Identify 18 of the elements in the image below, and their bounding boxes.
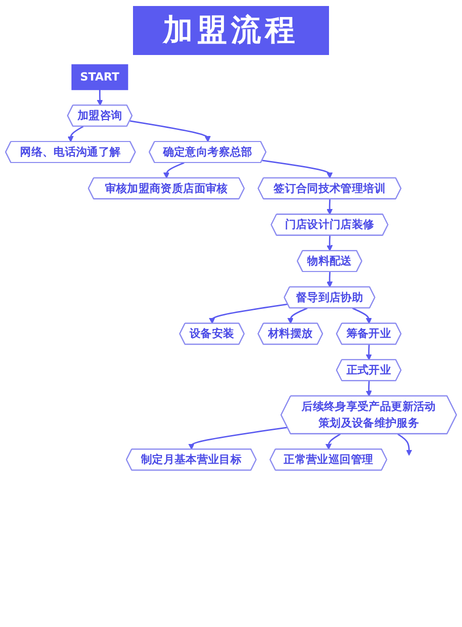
arrow — [262, 160, 333, 178]
arrow — [325, 433, 341, 450]
arrow — [188, 426, 288, 450]
arrow — [130, 120, 211, 142]
arrow — [397, 433, 412, 456]
arrow — [326, 235, 333, 252]
arrow — [67, 126, 84, 142]
node-box: START — [71, 64, 128, 90]
arrow — [366, 380, 372, 397]
arrow — [208, 304, 288, 324]
title-banner: 加盟流程 — [133, 6, 329, 55]
arrow — [287, 308, 308, 324]
arrow — [326, 199, 333, 215]
arrow — [352, 308, 372, 324]
arrow — [96, 90, 103, 106]
arrow — [326, 272, 333, 288]
arrow — [163, 162, 184, 178]
arrow — [366, 344, 372, 360]
